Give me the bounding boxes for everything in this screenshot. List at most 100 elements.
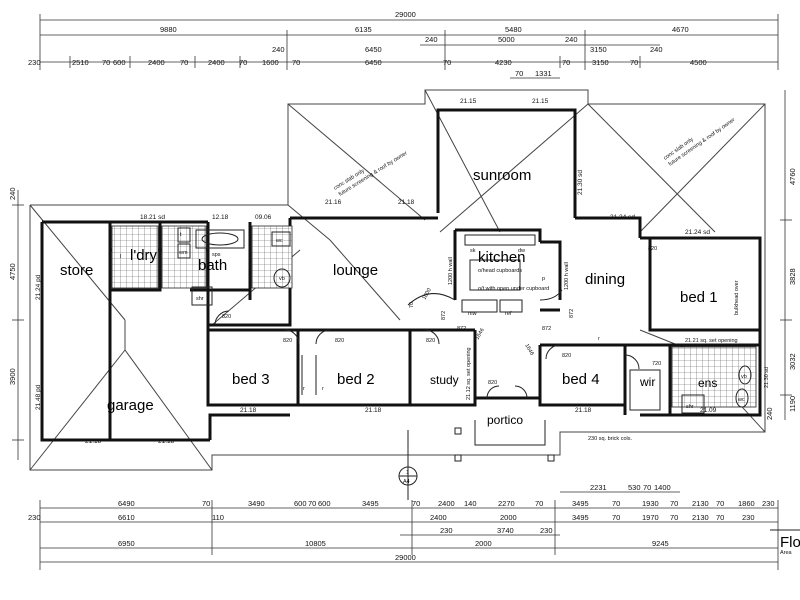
note-wall-height: 1200 h wall bbox=[564, 262, 570, 290]
bottom-dim: 2000 bbox=[475, 539, 492, 548]
bottom-dim: 70 bbox=[308, 499, 316, 508]
top-dim: 1600 bbox=[262, 58, 279, 67]
bottom-dim: 70 bbox=[612, 513, 620, 522]
room-ensuite: ens bbox=[698, 376, 717, 390]
top-dim: 2400 bbox=[208, 58, 225, 67]
room-sunroom: sunroom bbox=[473, 167, 531, 184]
note-brick-cols: 230 sq. brick cols. bbox=[588, 436, 632, 442]
room-bed-3: bed 3 bbox=[232, 371, 270, 388]
door-size: 720 bbox=[652, 361, 661, 367]
room-bed-2: bed 2 bbox=[337, 371, 375, 388]
fixture-label: ref bbox=[505, 311, 512, 317]
bottom-dim: 600 bbox=[294, 499, 307, 508]
level-label: 21.24 pd bbox=[35, 274, 42, 300]
bottom-dim: 140 bbox=[464, 499, 477, 508]
door-size: 820 bbox=[648, 246, 657, 252]
top-dim: 240 bbox=[650, 45, 663, 54]
top-dim: 1331 bbox=[535, 69, 552, 78]
right-dim: 1190 bbox=[788, 396, 797, 412]
bottom-dim: 6610 bbox=[118, 513, 135, 522]
room-bed-4: bed 4 bbox=[562, 371, 600, 388]
note-screening: future screening & roof by owner bbox=[668, 117, 737, 168]
door-size: 872 bbox=[441, 311, 447, 320]
door-size: 1646 bbox=[475, 327, 486, 341]
door-size: 1000 bbox=[422, 287, 433, 301]
bottom-dim: 6950 bbox=[118, 539, 135, 548]
top-dimension-text: 29000 9880 6135 5480 4670 240 240 240 24… bbox=[28, 10, 707, 78]
room-wir: wir bbox=[639, 375, 655, 389]
top-dim: 230 bbox=[28, 58, 41, 67]
fixture-label: vb bbox=[279, 276, 285, 282]
top-dim: 70 bbox=[443, 58, 451, 67]
top-dim-overall: 29000 bbox=[395, 10, 416, 19]
bottom-dim: 70 bbox=[670, 499, 678, 508]
door-swings bbox=[214, 310, 640, 399]
door-size: 1646 bbox=[523, 343, 534, 357]
bottom-dim: 70 bbox=[202, 499, 210, 508]
bottom-dim: 10805 bbox=[305, 539, 326, 548]
title-block: Flo Area bbox=[770, 529, 800, 556]
top-dim: 3150 bbox=[590, 45, 607, 54]
fixtures bbox=[177, 227, 752, 414]
bottom-dim: 530 bbox=[628, 483, 641, 492]
section-marker-sheet: A4 bbox=[403, 479, 410, 485]
top-dim: 600 bbox=[113, 58, 126, 67]
level-label: 21.15 bbox=[460, 98, 477, 105]
top-dim: 5480 bbox=[505, 25, 522, 34]
right-dim: 3828 bbox=[788, 268, 797, 285]
left-dimension-lines: 240 4750 3900 bbox=[8, 187, 24, 460]
bottom-dim: 70 bbox=[716, 499, 724, 508]
level-label: 21.18 bbox=[240, 407, 257, 414]
fixture-label: wm bbox=[178, 250, 188, 256]
top-dim: 70 bbox=[515, 69, 523, 78]
right-dimension-lines: 4760 3828 3032 1190 240 bbox=[765, 90, 797, 420]
room-kitchen: kitchen bbox=[478, 249, 526, 266]
bottom-dim: 2000 bbox=[500, 513, 517, 522]
bottom-dim: 3740 bbox=[497, 526, 514, 535]
bottom-dim: 600 bbox=[318, 499, 331, 508]
room-bath: bath bbox=[198, 257, 227, 274]
top-dim: 70 bbox=[239, 58, 247, 67]
bottom-dim: 230 bbox=[762, 499, 775, 508]
level-label: 21.30 sd bbox=[764, 367, 770, 388]
level-label: 21.21 sq. set opening bbox=[685, 338, 738, 344]
bottom-dimension-text: 6490 70 3490 600 70 600 3495 70 2400 140… bbox=[28, 483, 775, 562]
door-size: 872 bbox=[542, 326, 551, 332]
room-lounge: lounge bbox=[333, 262, 378, 279]
fixture-label: r bbox=[598, 336, 600, 342]
door-size: 70 bbox=[409, 302, 415, 308]
bottom-dim: 1970 bbox=[642, 513, 659, 522]
title-block-subtitle: Area bbox=[780, 550, 793, 556]
bottom-dim: 2130 bbox=[692, 513, 709, 522]
fixture-label: t bbox=[180, 232, 182, 238]
fixture-label: wc bbox=[737, 397, 745, 403]
door-size: 820 bbox=[488, 380, 497, 386]
bottom-dim: 2400 bbox=[430, 513, 447, 522]
level-label: 21.15 bbox=[532, 98, 549, 105]
bottom-dim: 2270 bbox=[498, 499, 515, 508]
level-label: 21.30 sd bbox=[577, 170, 584, 195]
fixture-label: mw bbox=[468, 311, 477, 317]
top-dim: 9880 bbox=[160, 25, 177, 34]
left-dim: 4750 bbox=[8, 263, 17, 280]
top-dimension-lines bbox=[39, 14, 779, 79]
door-size: 820 bbox=[335, 338, 344, 344]
section-marker: 1 A4 bbox=[398, 430, 418, 500]
fixture-label: p bbox=[542, 276, 545, 282]
bottom-dim: 70 bbox=[716, 513, 724, 522]
bottom-dim: 1930 bbox=[642, 499, 659, 508]
top-dim: 2510 bbox=[72, 58, 89, 67]
top-dim: 3150 bbox=[592, 58, 609, 67]
top-dim: 6450 bbox=[365, 45, 382, 54]
bottom-dim: 2231 bbox=[590, 483, 607, 492]
fixture-label: sk bbox=[470, 248, 476, 254]
top-dim: 6135 bbox=[355, 25, 372, 34]
bottom-dim: 110 bbox=[212, 513, 224, 522]
level-label: 21.18 bbox=[85, 438, 102, 445]
room-labels: sunroom kitchen lounge dining bed 1 stor… bbox=[60, 167, 718, 427]
bottom-dimension-lines bbox=[39, 491, 779, 570]
fixture-label: vb bbox=[741, 374, 747, 380]
level-label: 21.16 bbox=[325, 199, 342, 206]
top-dim: 4500 bbox=[690, 58, 707, 67]
door-size: 820 bbox=[283, 338, 292, 344]
